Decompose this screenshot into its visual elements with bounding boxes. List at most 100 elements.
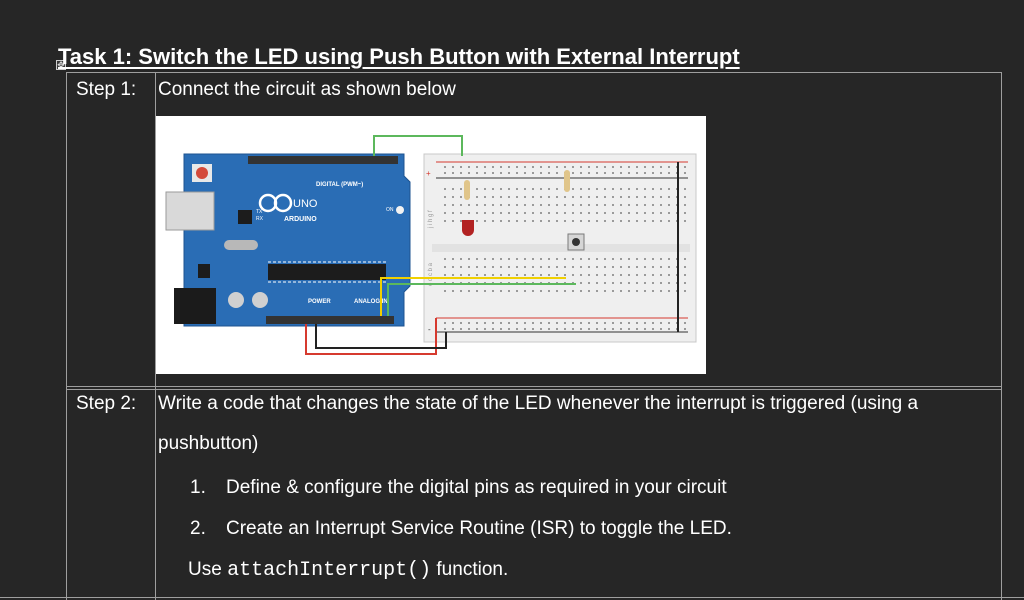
- breadboard-hole: [588, 196, 590, 198]
- breadboard-hole: [668, 322, 670, 324]
- breadboard-hole: [604, 188, 606, 190]
- breadboard-hole: [500, 274, 502, 276]
- breadboard-hole: [484, 188, 486, 190]
- breadboard-hole: [612, 188, 614, 190]
- wire-red: [305, 318, 437, 355]
- breadboard-hole: [452, 196, 454, 198]
- breadboard-hole: [652, 290, 654, 292]
- breadboard-hole: [500, 266, 502, 268]
- breadboard-hole: [444, 328, 446, 330]
- breadboard-hole: [556, 290, 558, 292]
- breadboard-hole: [516, 166, 518, 168]
- breadboard-hole: [556, 322, 558, 324]
- breadboard-hole: [564, 322, 566, 324]
- breadboard-hole: [564, 166, 566, 168]
- breadboard-hole: [484, 322, 486, 324]
- breadboard-hole: [596, 212, 598, 214]
- breadboard-hole: [596, 274, 598, 276]
- breadboard-hole: [580, 204, 582, 206]
- breadboard-hole: [652, 188, 654, 190]
- breadboard-hole: [684, 322, 686, 324]
- breadboard-hole: [620, 172, 622, 174]
- breadboard-hole: [484, 172, 486, 174]
- breadboard-hole: [444, 274, 446, 276]
- breadboard-hole: [516, 274, 518, 276]
- breadboard-hole: [612, 220, 614, 222]
- breadboard-hole: [588, 212, 590, 214]
- breadboard-hole: [684, 172, 686, 174]
- power-jack: [174, 288, 216, 324]
- breadboard-hole: [476, 328, 478, 330]
- breadboard-hole: [644, 188, 646, 190]
- breadboard-hole: [620, 196, 622, 198]
- breadboard-hole: [540, 258, 542, 260]
- breadboard-hole: [620, 188, 622, 190]
- breadboard-hole: [556, 204, 558, 206]
- breadboard-hole: [644, 322, 646, 324]
- breadboard-hole: [492, 274, 494, 276]
- breadboard-hole: [644, 220, 646, 222]
- breadboard-hole: [516, 328, 518, 330]
- breadboard-hole: [548, 258, 550, 260]
- breadboard-hole: [548, 220, 550, 222]
- breadboard-hole: [540, 196, 542, 198]
- breadboard-hole: [604, 204, 606, 206]
- breadboard-hole: [540, 220, 542, 222]
- breadboard-hole: [652, 212, 654, 214]
- breadboard-hole: [612, 328, 614, 330]
- breadboard-hole: [668, 188, 670, 190]
- breadboard-hole: [668, 290, 670, 292]
- breadboard-hole: [460, 266, 462, 268]
- breadboard-hole: [492, 204, 494, 206]
- breadboard-hole: [484, 290, 486, 292]
- breadboard-hole: [620, 258, 622, 260]
- breadboard-hole: [636, 212, 638, 214]
- breadboard-hole: [516, 204, 518, 206]
- breadboard-hole: [500, 322, 502, 324]
- breadboard-hole: [476, 274, 478, 276]
- resistor-1: [464, 180, 470, 200]
- breadboard-hole: [604, 266, 606, 268]
- breadboard-hole: [628, 328, 630, 330]
- breadboard-hole: [492, 196, 494, 198]
- breadboard-hole: [668, 172, 670, 174]
- table-border-middle: [66, 386, 1002, 387]
- breadboard-hole: [460, 322, 462, 324]
- breadboard-hole: [548, 166, 550, 168]
- breadboard-hole: [604, 220, 606, 222]
- breadboard-hole: [476, 258, 478, 260]
- breadboard-hole: [628, 196, 630, 198]
- breadboard-hole: [556, 328, 558, 330]
- breadboard-hole: [620, 322, 622, 324]
- breadboard-hole: [628, 290, 630, 292]
- breadboard-hole: [444, 212, 446, 214]
- breadboard-hole: [452, 322, 454, 324]
- breadboard-hole: [468, 328, 470, 330]
- breadboard-hole: [452, 266, 454, 268]
- breadboard-hole: [516, 188, 518, 190]
- breadboard-hole: [492, 188, 494, 190]
- breadboard-hole: [556, 172, 558, 174]
- breadboard-hole: [556, 166, 558, 168]
- breadboard-hole: [532, 166, 534, 168]
- circuit-figure: UNO ARDUINO DIGITAL (PWM~) POWER ANALOG …: [156, 116, 706, 374]
- breadboard-hole: [532, 258, 534, 260]
- breadboard-hole: [604, 166, 606, 168]
- breadboard-hole: [532, 328, 534, 330]
- breadboard-hole: [612, 322, 614, 324]
- table-move-handle-icon[interactable]: ✥: [56, 59, 66, 70]
- breadboard-hole: [460, 204, 462, 206]
- breadboard-hole: [612, 258, 614, 260]
- breadboard-hole: [612, 166, 614, 168]
- breadboard-hole: [636, 188, 638, 190]
- digital-label: DIGITAL (PWM~): [316, 182, 363, 188]
- breadboard-hole: [524, 274, 526, 276]
- breadboard-hole: [460, 290, 462, 292]
- breadboard-hole: [652, 196, 654, 198]
- breadboard-hole: [628, 274, 630, 276]
- breadboard-hole: [636, 290, 638, 292]
- breadboard-hole: [644, 290, 646, 292]
- table-border-bottom: [0, 597, 1024, 598]
- breadboard-hole: [460, 220, 462, 222]
- breadboard-hole: [564, 212, 566, 214]
